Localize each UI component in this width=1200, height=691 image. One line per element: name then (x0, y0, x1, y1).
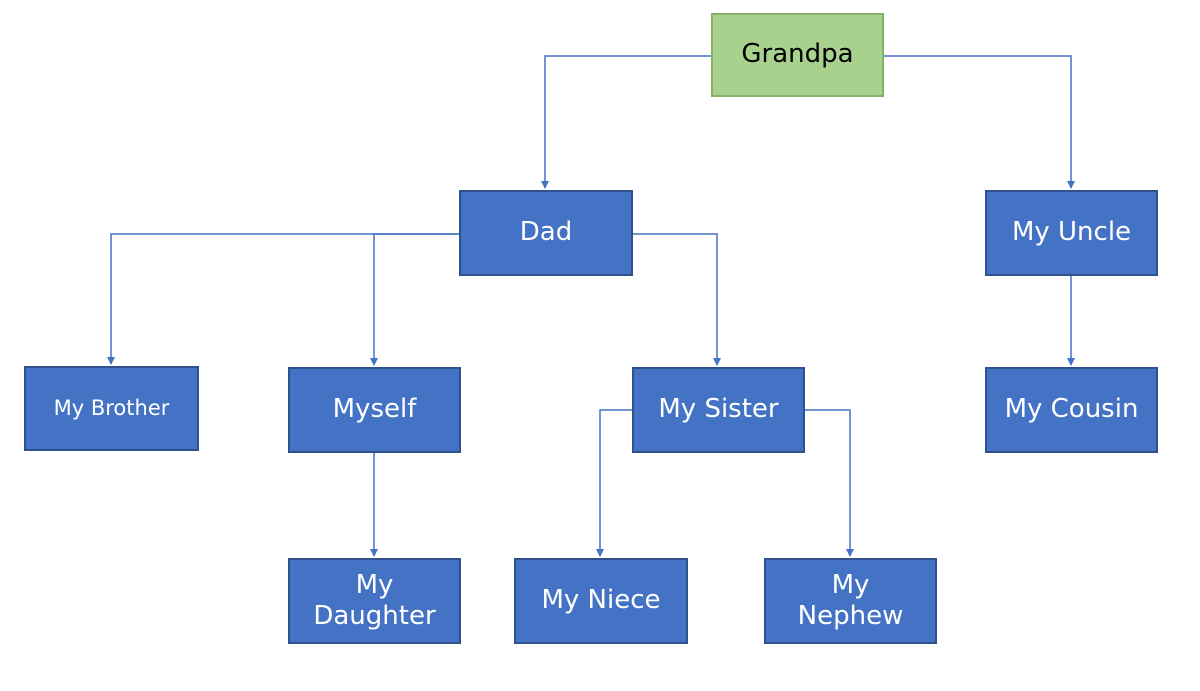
node-brother: My Brother (24, 366, 199, 451)
node-brother-label: My Brother (53, 395, 170, 420)
connector-grandpa-dad (541, 55, 711, 189)
node-nephew: My Nephew (764, 558, 937, 644)
node-niece: My Niece (514, 558, 688, 644)
node-cousin: My Cousin (985, 367, 1158, 453)
connector-sister-niece (596, 409, 632, 557)
node-myself-label: Myself (332, 394, 417, 425)
node-dad-label: Dad (519, 217, 573, 248)
node-myself: Myself (288, 367, 461, 453)
connector-dad-brother (107, 233, 459, 365)
node-sister-label: My Sister (658, 394, 779, 425)
connector-dad-myself (370, 233, 459, 366)
node-daughter-label: My Daughter (313, 569, 436, 631)
node-grandpa: Grandpa (711, 13, 884, 97)
node-sister: My Sister (632, 367, 805, 453)
connector-grandpa-uncle (884, 55, 1075, 189)
node-niece-label: My Niece (541, 585, 661, 616)
connector-dad-sister (633, 233, 721, 366)
connector-sister-nephew (805, 409, 854, 557)
node-dad: Dad (459, 190, 633, 276)
node-daughter: My Daughter (288, 558, 461, 644)
node-nephew-label: My Nephew (797, 569, 904, 631)
node-cousin-label: My Cousin (1004, 394, 1139, 425)
node-uncle-label: My Uncle (1011, 217, 1132, 248)
node-grandpa-label: Grandpa (741, 39, 854, 70)
node-uncle: My Uncle (985, 190, 1158, 276)
